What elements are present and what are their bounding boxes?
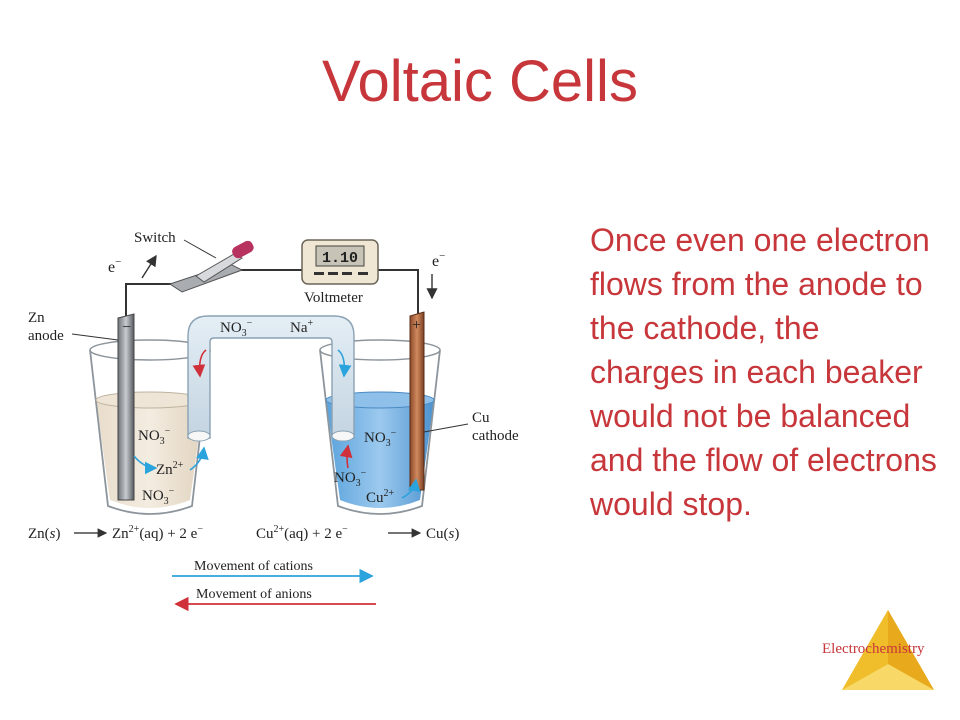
switch-label: Switch xyxy=(134,230,176,246)
electron-label-left: e− xyxy=(108,256,121,276)
half-reaction-equations: Zn(s) Zn2+(aq) + 2 e− Cu2+(aq) + 2 e− Cu… xyxy=(28,524,459,542)
right-nitrate-top: NO3− xyxy=(364,428,397,449)
switch xyxy=(168,240,254,293)
cathode-label: cathode xyxy=(472,428,519,444)
copper-label: Cu xyxy=(472,410,490,426)
cations-legend-label: Movement of cations xyxy=(194,559,313,574)
zinc-label: Zn xyxy=(28,310,45,326)
external-wire xyxy=(125,269,419,322)
voltmeter: 1.10 xyxy=(301,239,379,285)
voltmeter-reading: 1.10 xyxy=(322,250,358,267)
footer-label: Electrochemistry xyxy=(822,641,925,657)
anode-label: anode xyxy=(28,328,64,344)
right-nitrate-bottom: NO3− xyxy=(334,468,367,489)
voltmeter-label: Voltmeter xyxy=(304,290,363,306)
left-nitrate-bottom: NO3− xyxy=(142,486,175,507)
slide-body-text: Once even one electron flows from the an… xyxy=(590,222,937,522)
anode-sign: − xyxy=(122,319,131,336)
svg-text:Cu(s): Cu(s) xyxy=(426,526,459,542)
cathode-sign: + xyxy=(412,317,421,334)
svg-text:Cu2+(aq) + 2 e−: Cu2+(aq) + 2 e− xyxy=(256,524,348,542)
svg-text:Zn2+(aq) + 2 e−: Zn2+(aq) + 2 e− xyxy=(112,524,203,542)
copper-electrode xyxy=(409,311,425,491)
left-zinc-ion: Zn2+ xyxy=(156,460,184,478)
bridge-nitrate-label: NO3− xyxy=(220,318,253,339)
salt-bridge xyxy=(187,315,355,439)
triangle-logo-icon xyxy=(842,610,934,690)
bridge-sodium-label: Na+ xyxy=(290,318,314,336)
anions-legend-label: Movement of anions xyxy=(196,587,312,602)
left-nitrate-top: NO3− xyxy=(138,426,171,447)
zinc-electrode xyxy=(117,313,135,501)
svg-text:Zn(s): Zn(s) xyxy=(28,526,61,542)
electron-label-right: e− xyxy=(432,250,445,270)
voltaic-cell-diagram: Switch e− e− 1.10 Voltmeter − + NO3− Na+ xyxy=(28,230,519,612)
right-copper-ion: Cu2+ xyxy=(366,488,395,506)
slide-title: Voltaic Cells xyxy=(322,49,638,114)
